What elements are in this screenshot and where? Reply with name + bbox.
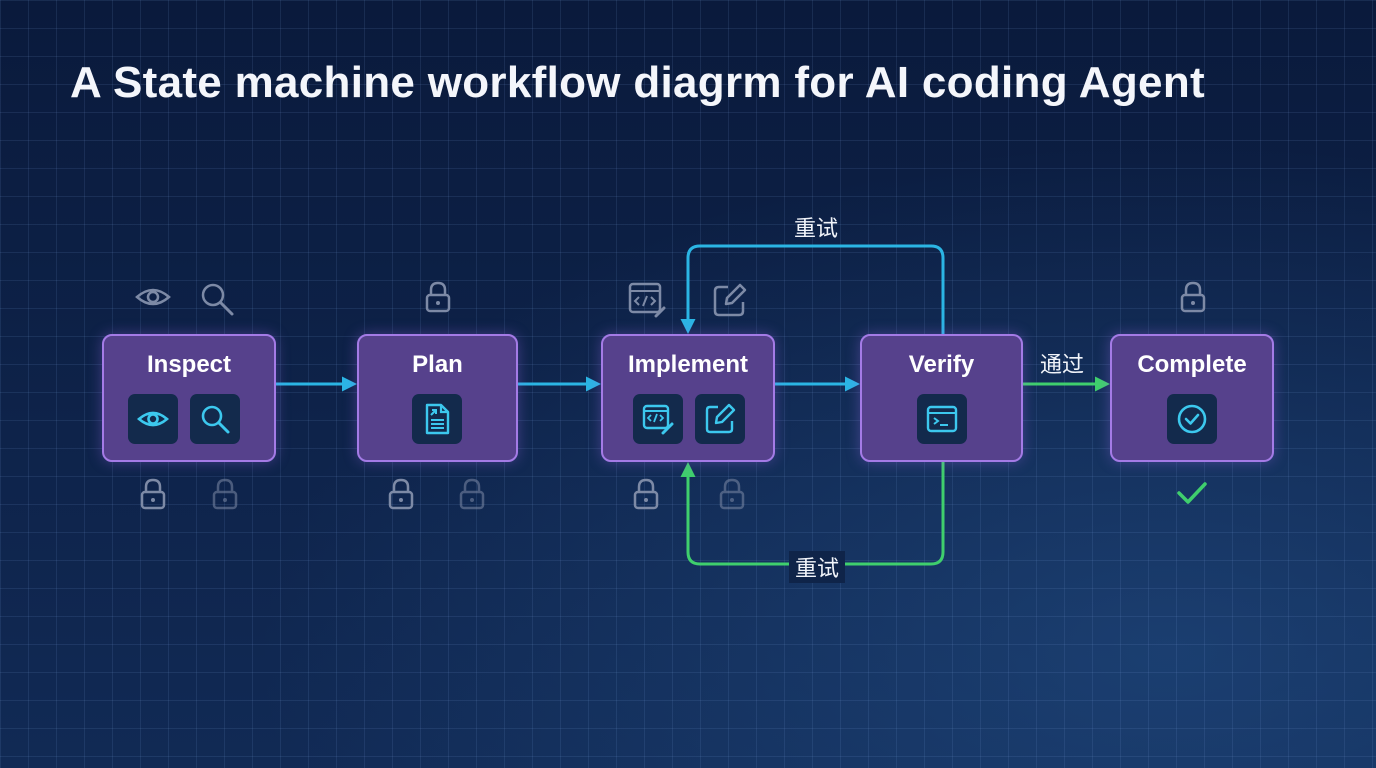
edge-label-pass: 通过	[1040, 353, 1085, 378]
lock-icon	[633, 478, 659, 510]
checkmark-icon	[1177, 482, 1207, 504]
inspect-tile-eye	[128, 394, 178, 444]
state-node-verify[interactable]: Verify	[860, 334, 1023, 462]
state-label-implement: Implement	[627, 351, 749, 378]
lock-icon	[719, 478, 745, 510]
code-window-icon	[628, 282, 666, 318]
code-window-icon	[642, 404, 674, 435]
magnifier-icon	[201, 405, 230, 434]
plan-tile-document	[412, 394, 462, 444]
eye-icon	[135, 288, 171, 306]
lock-icon	[1180, 281, 1206, 313]
edge-label-retry-bottom: 重试	[789, 551, 846, 583]
inspect-tile-search	[190, 394, 240, 444]
lock-icon	[140, 478, 166, 510]
magnifier-icon	[201, 283, 234, 316]
state-node-plan[interactable]: Plan	[357, 334, 518, 462]
state-node-implement[interactable]: Implement	[601, 334, 775, 462]
state-node-inspect[interactable]: Inspect	[102, 334, 276, 462]
state-label-complete: Complete	[1137, 351, 1247, 378]
state-node-complete[interactable]: Complete	[1110, 334, 1274, 462]
check-circle-icon	[1177, 404, 1207, 434]
edge-label-retry-top: 重试	[794, 217, 839, 242]
state-label-inspect: Inspect	[146, 351, 232, 378]
document-icon	[425, 403, 450, 435]
lock-icon	[388, 478, 414, 510]
lock-icon	[459, 478, 485, 510]
edit-icon	[713, 283, 747, 317]
implement-tile-code	[633, 394, 683, 444]
lock-icon	[212, 478, 238, 510]
verify-tile-terminal	[917, 394, 967, 444]
edit-icon	[705, 403, 736, 434]
state-label-plan: Plan	[412, 351, 463, 378]
eye-icon	[137, 411, 169, 427]
lock-icon	[425, 281, 451, 313]
page-title: A State machine workflow diagrm for AI c…	[70, 58, 1205, 107]
state-label-verify: Verify	[908, 351, 975, 378]
edge-retry-top	[680, 244, 945, 334]
terminal-icon	[926, 405, 958, 433]
complete-tile-check	[1167, 394, 1217, 444]
implement-tile-edit	[695, 394, 745, 444]
